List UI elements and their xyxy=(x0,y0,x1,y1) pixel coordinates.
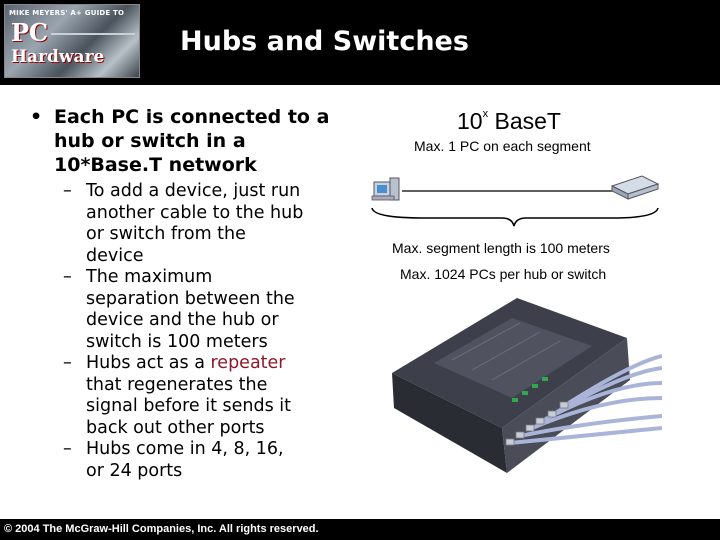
slide-title: Hubs and Switches xyxy=(180,26,469,57)
sub-bullet-add-device: – To add a device, just run another cabl… xyxy=(30,181,335,267)
sub-bullet-repeater: – Hubs act as a repeater that regenerate… xyxy=(30,353,335,439)
sub-bullet-dash: – xyxy=(63,353,72,373)
repeater-highlight: repeater xyxy=(210,353,286,373)
sub-line: another cable to the hub xyxy=(86,202,304,223)
segment-label: Max. 1 PC on each segment xyxy=(414,138,591,154)
sub-bullet-dash: – xyxy=(63,181,72,201)
figure-title-suffix: BaseT xyxy=(488,108,561,134)
copyright-text: © 2004 The McGraw-Hill Companies, Inc. A… xyxy=(4,523,319,535)
logo-divider xyxy=(51,33,135,35)
pcs-per-hub-label: Max. 1024 PCs per hub or switch xyxy=(400,266,607,282)
sub-bullet-dash: – xyxy=(63,267,72,287)
sub-line: signal before it sends it xyxy=(86,396,291,416)
network-diagram xyxy=(371,175,662,473)
main-bullet-text: Each PC is connected to a hub or switch … xyxy=(54,106,330,176)
main-bullet: • Each PC is connected to a hub or switc… xyxy=(30,105,335,177)
sub-line: device and the hub or xyxy=(86,310,279,330)
sub-line: device xyxy=(86,245,144,266)
logo-hardware-text: Hardware xyxy=(11,47,105,67)
sub-bullet-list: – To add a device, just run another cabl… xyxy=(30,181,335,482)
switch-icon xyxy=(610,175,660,200)
sub-line: that regenerates the xyxy=(86,374,268,395)
sub-bullet-max-separation: – The maximum separation between the dev… xyxy=(30,267,335,353)
slide-header: MIKE MEYERS' A+ GUIDE TO PC Hardware Hub… xyxy=(0,0,720,85)
sub-line: To add a device, just run xyxy=(86,181,301,201)
segment-length-label: Max. segment length is 100 meters xyxy=(392,240,610,256)
sub-bullet-port-counts: – Hubs come in 4, 8, 16, or 24 ports xyxy=(30,439,335,482)
bullet-dot: • xyxy=(30,106,43,128)
sub-line-pre: Hubs act as a xyxy=(86,353,211,373)
sub-line: separation between the xyxy=(86,288,295,309)
sub-line: back out other ports xyxy=(86,417,265,438)
slide-footer: © 2004 The McGraw-Hill Companies, Inc. A… xyxy=(0,519,720,540)
bullet-content: • Each PC is connected to a hub or switc… xyxy=(30,105,335,505)
pc-icon xyxy=(371,177,400,201)
sub-bullet-dash: – xyxy=(63,439,72,459)
figure-title-prefix: 10 xyxy=(457,108,483,134)
segment-brace xyxy=(371,207,659,227)
figure-title-superscript: x xyxy=(482,108,489,120)
sub-line: or 24 ports xyxy=(86,460,183,481)
sub-line: switch is 100 meters xyxy=(86,331,268,352)
sub-line: Hubs come in 4, 8, 16, xyxy=(86,439,284,459)
figure-title: 10x BaseT xyxy=(457,108,561,135)
sub-line: Hubs act as a repeater xyxy=(86,353,335,375)
book-logo: MIKE MEYERS' A+ GUIDE TO PC Hardware xyxy=(4,4,140,78)
logo-pc-text: PC xyxy=(11,18,49,47)
sub-line: The maximum xyxy=(86,267,213,287)
sub-line: or switch from the xyxy=(86,224,246,244)
logo-series-text: MIKE MEYERS' A+ GUIDE TO xyxy=(9,9,125,17)
network-figure: 10x BaseT Max. 1 PC on each segment xyxy=(362,98,662,518)
cable-connectors xyxy=(505,401,569,446)
